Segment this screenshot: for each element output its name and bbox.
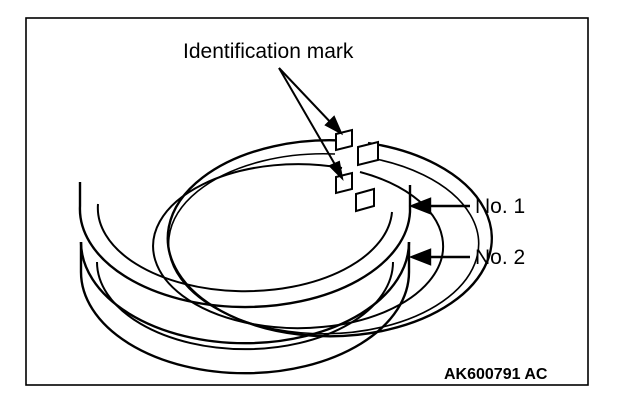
ring-gap-ends — [335, 128, 379, 213]
identification-mark-arrows — [278, 67, 344, 181]
ring-pointer-arrows — [408, 197, 470, 266]
ring-label-no-1: No. 1 — [475, 195, 525, 218]
ring-no-2 — [79, 241, 411, 375]
figure-code: AK600791 AC — [444, 366, 548, 383]
ring-label-no-2: No. 2 — [475, 246, 525, 269]
ring-no-1 — [78, 139, 493, 338]
identification-mark-label: Identification mark — [183, 40, 354, 63]
diagram-frame — [25, 17, 589, 386]
